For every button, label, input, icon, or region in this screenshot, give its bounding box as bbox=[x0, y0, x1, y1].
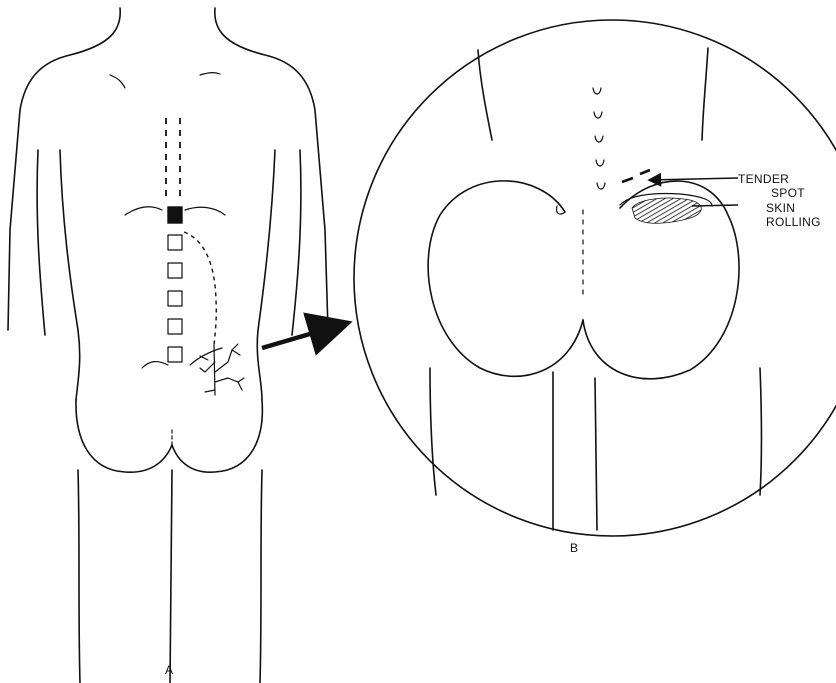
skin-rolling-area bbox=[632, 198, 701, 223]
panel-b-label: B bbox=[570, 541, 578, 555]
tender-spot-mark bbox=[622, 178, 633, 182]
tender-spot-mark bbox=[640, 170, 650, 174]
back-figure bbox=[8, 8, 328, 683]
tender-label-line1: TENDER bbox=[738, 172, 789, 186]
tender-label-line2: SPOT bbox=[771, 186, 805, 200]
zoom-arrow bbox=[262, 324, 344, 348]
skin-rolling-label-line1: SKIN bbox=[766, 201, 795, 215]
magnified-view bbox=[354, 20, 836, 536]
skin-rolling-label-line2: ROLLING bbox=[766, 215, 821, 229]
panel-a-label: A bbox=[165, 663, 173, 677]
